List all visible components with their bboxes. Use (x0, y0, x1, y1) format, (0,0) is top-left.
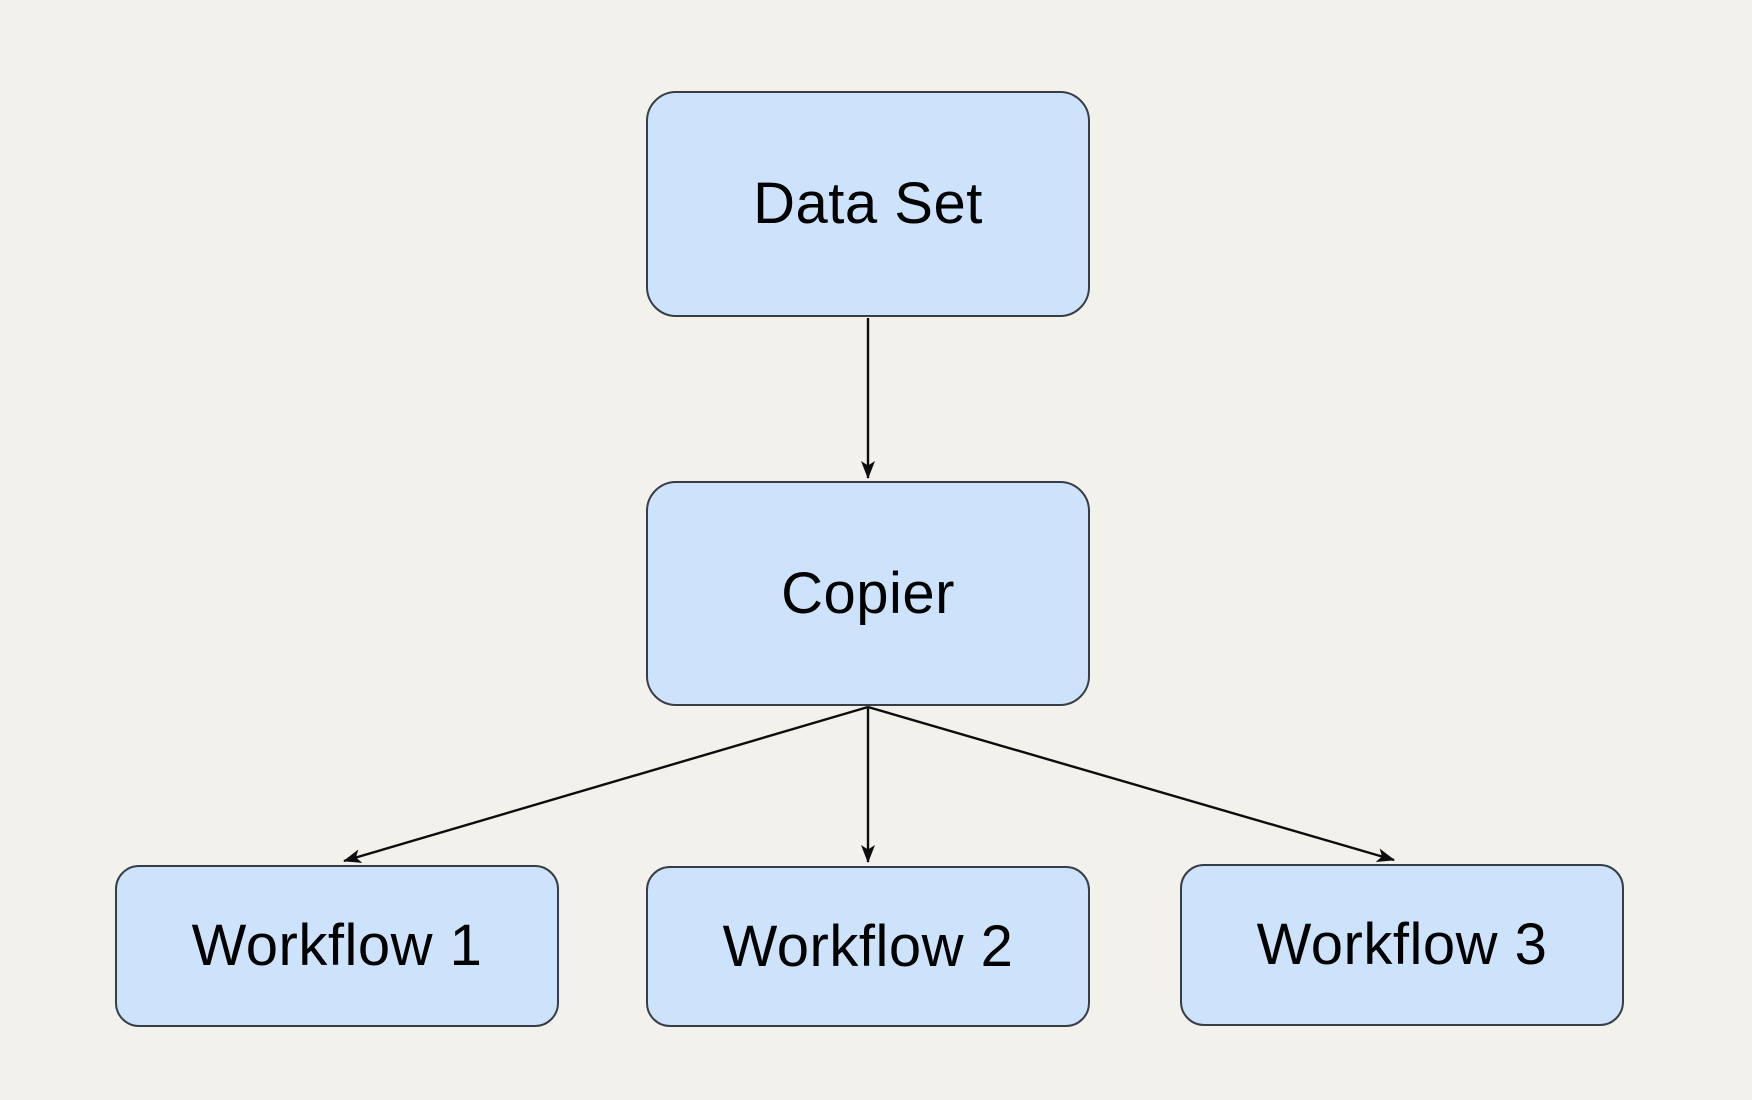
node-workflow-2-label: Workflow 2 (722, 913, 1014, 979)
node-workflow-2: Workflow 2 (646, 866, 1090, 1027)
edge-copier-to-workflow1 (343, 705, 869, 863)
node-workflow-1-label: Workflow 1 (191, 913, 483, 978)
node-workflow-1: Workflow 1 (115, 865, 559, 1027)
node-workflow-3: Workflow 3 (1180, 864, 1624, 1026)
node-copier-label: Copier (781, 560, 955, 626)
node-copier: Copier (646, 481, 1090, 706)
node-data-set-label: Data Set (753, 171, 983, 236)
edge-copier-to-workflow3 (867, 705, 1395, 862)
node-workflow-3-label: Workflow 3 (1256, 912, 1548, 977)
node-data-set: Data Set (646, 91, 1090, 317)
